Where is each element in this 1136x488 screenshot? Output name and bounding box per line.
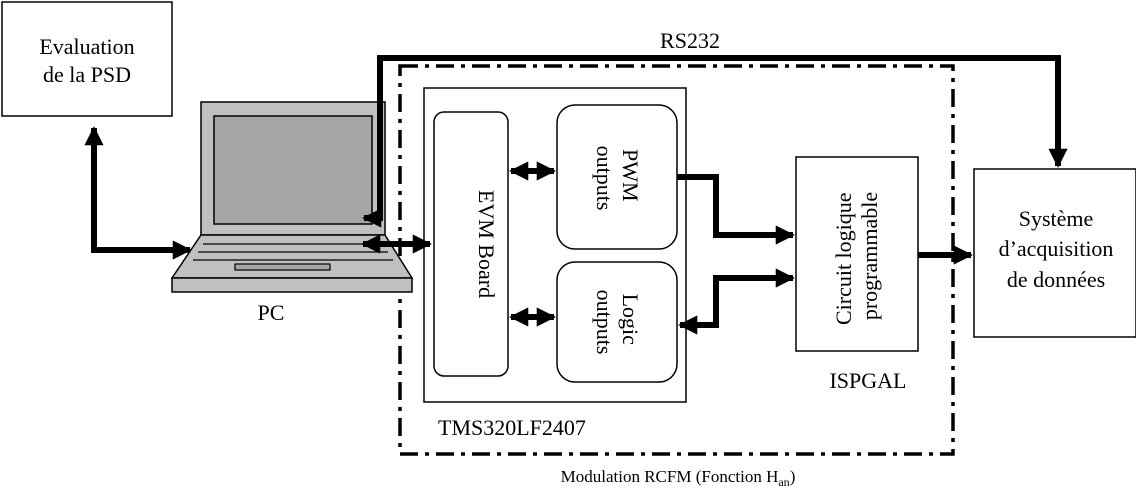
logic-label-1: Logic: [618, 294, 643, 346]
circuit-label-2: programmable: [857, 192, 882, 320]
modulation-boundary: [398, 64, 955, 456]
logic-circuit-arrow: [678, 268, 795, 335]
pwm-label: PWM outputs: [592, 146, 643, 211]
tms320-box: [423, 87, 687, 403]
systeme-label-2: d’acquisition: [999, 236, 1114, 261]
rs232-arrow: [362, 55, 1068, 228]
circuit-label: Circuit logique programmable: [831, 187, 882, 325]
modulation-caption: Modulation RCFM (Fonction Han): [561, 467, 796, 488]
circuit-logique-block: Circuit logique programmable: [795, 156, 919, 352]
systeme-label-3: de données: [1007, 267, 1105, 292]
pwm-outputs-block: PWM outputs: [556, 104, 678, 250]
laptop-icon: [170, 101, 414, 293]
logic-label-2: outputs: [592, 290, 617, 355]
pwm-label-1: PWM: [618, 149, 643, 202]
pwm-circuit-arrow: [677, 174, 795, 245]
rs232-label: RS232: [660, 28, 720, 53]
systeme-label-1: Système: [1019, 206, 1094, 231]
evaluation-label-1: Evaluation: [39, 34, 134, 59]
modulation-main: Modulation RCFM (Fonction H: [561, 467, 779, 486]
evaluation-psd-box: Evaluation de la PSD: [1, 1, 173, 117]
logic-outputs-block: Logic outputs: [556, 261, 678, 383]
evm-board-label: EVM Board: [474, 190, 499, 298]
evm-board-block: EVM Board: [433, 111, 509, 377]
modulation-subscript: an: [778, 475, 789, 488]
tms-label: TMS320LF2407: [438, 415, 586, 440]
circuit-label-1: Circuit logique: [831, 192, 856, 325]
modulation-close: ): [790, 467, 796, 486]
eval-pc-arrow: [84, 126, 192, 260]
pc-label: PC: [258, 300, 285, 325]
systeme-acquisition-box: Système d’acquisition de données: [973, 168, 1136, 338]
logic-label: Logic outputs: [592, 290, 643, 355]
ispgal-label: ISPGAL: [829, 368, 906, 393]
pwm-label-2: outputs: [592, 146, 617, 211]
evaluation-label-2: de la PSD: [43, 62, 131, 87]
